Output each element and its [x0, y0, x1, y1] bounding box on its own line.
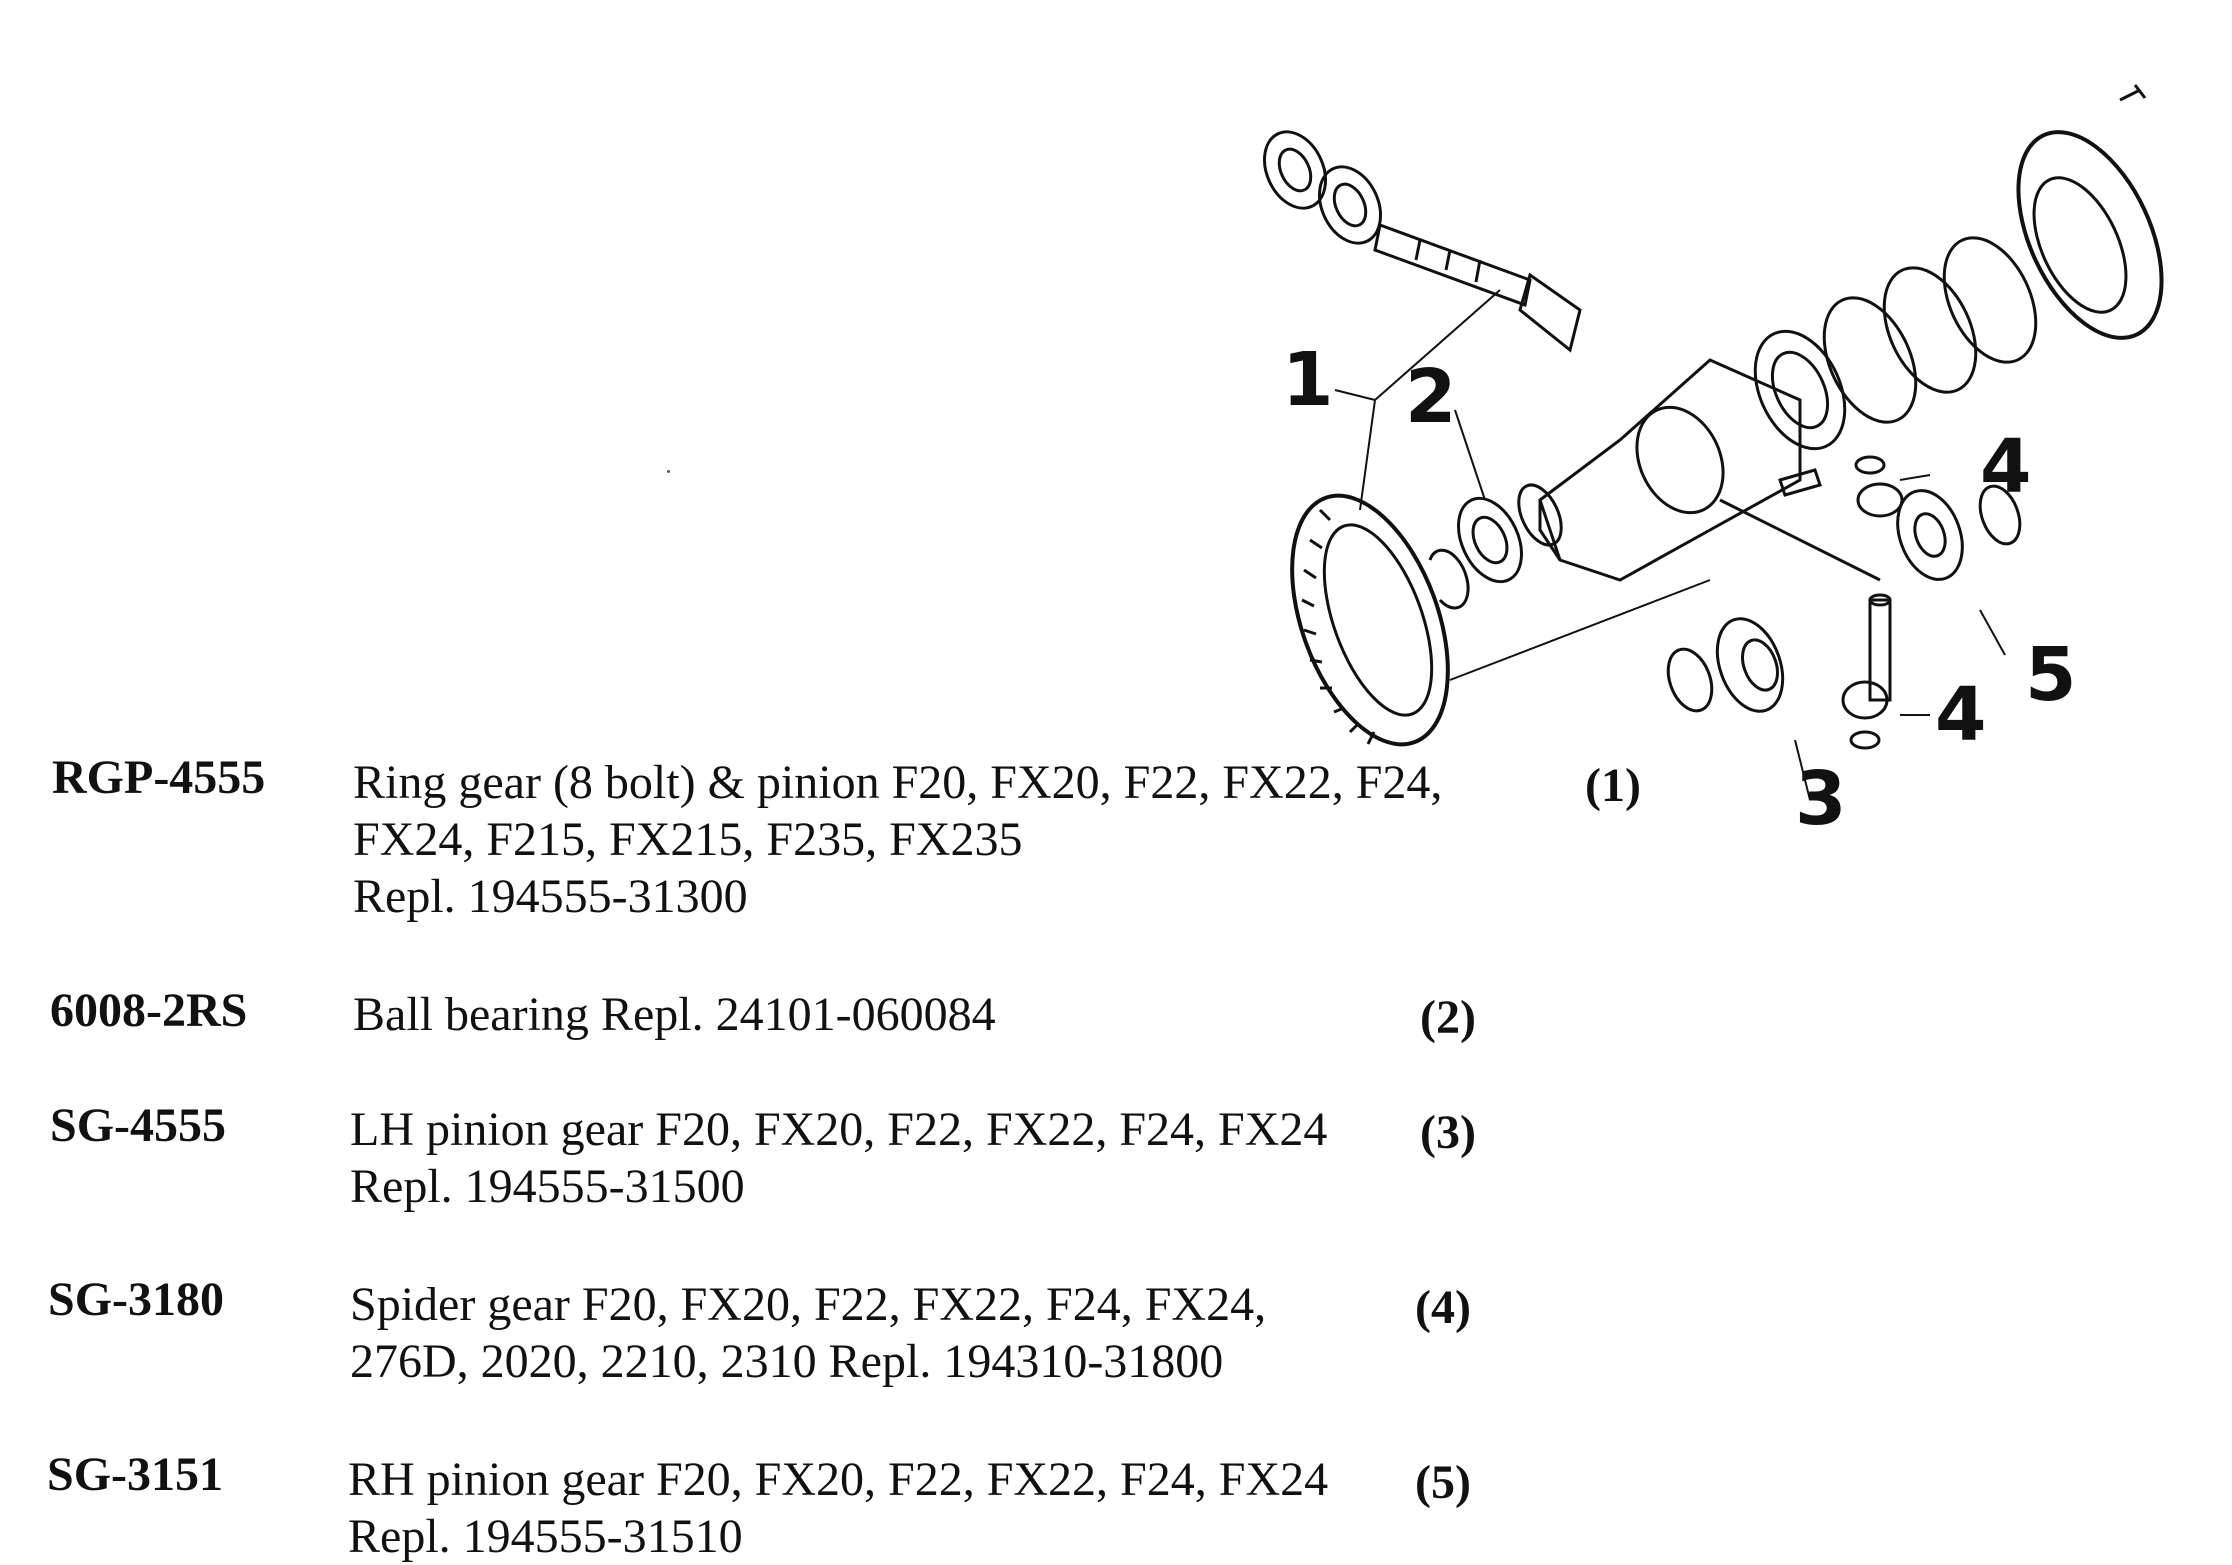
diagram-reference: (4)	[1415, 1281, 1471, 1334]
description-line: Ring gear (8 bolt) & pinion F20, FX20, F…	[353, 756, 1443, 809]
pinion-bearing-outer	[1263, 130, 1327, 210]
description-line: Spider gear F20, FX20, F22, FX22, F24, F…	[350, 1278, 1267, 1331]
rh-pinion-gear	[1896, 484, 2022, 581]
part-description: LH pinion gear F20, FX20, F22, FX22, F24…	[350, 1101, 1327, 1215]
diagram-reference: (1)	[1585, 759, 1641, 812]
part-number: RGP-4555	[52, 751, 266, 804]
part-description: RH pinion gear F20, FX20, F22, FX22, F24…	[348, 1451, 1328, 1565]
part-description: Ring gear (8 bolt) & pinion F20, FX20, F…	[353, 754, 1442, 925]
scan-speck	[667, 470, 670, 473]
part-description: Ball bearing Repl. 24101-060084	[353, 986, 996, 1043]
description-line: RH pinion gear F20, FX20, F22, FX22, F24…	[348, 1453, 1329, 1506]
ball-bearing-left	[1457, 496, 1523, 584]
callout-4-bottom: 4	[1935, 672, 1987, 758]
diagram-reference: (3)	[1420, 1106, 1476, 1159]
description-line: FX24, F215, FX215, F235, FX235	[353, 813, 1023, 866]
cross-shaft	[1868, 593, 1892, 702]
part-number: SG-4555	[50, 1099, 227, 1152]
leader-lines	[1334, 289, 2006, 801]
ring-gear	[1290, 493, 1450, 747]
end-cover	[2016, 84, 2164, 340]
snap-ring	[1428, 548, 1470, 610]
callout-3: 3	[1795, 756, 1847, 840]
part-number: SG-3180	[48, 1273, 225, 1326]
callout-1: 1	[1282, 337, 1334, 423]
differential-case	[1517, 358, 1881, 582]
spider-gear-bottom	[1841, 680, 1889, 750]
description-line: Repl. 194555-31300	[353, 870, 748, 923]
callout-2: 2	[1405, 354, 1457, 440]
diagram-reference: (5)	[1415, 1456, 1471, 1509]
spider-gear-top	[1854, 455, 1904, 518]
callout-5: 5	[2025, 632, 2077, 718]
part-description: Spider gear F20, FX20, F22, FX22, F24, F…	[350, 1276, 1266, 1390]
pinion-shaft	[1373, 222, 1582, 353]
lh-pinion-gear	[1666, 617, 1785, 713]
part-number: SG-3151	[47, 1448, 224, 1501]
description-line: Repl. 194555-31510	[348, 1510, 743, 1563]
description-line: Ball bearing Repl. 24101-060084	[353, 988, 996, 1041]
description-line: 276D, 2020, 2210, 2310 Repl. 194310-3180…	[350, 1335, 1224, 1388]
shim-rings	[1822, 236, 2038, 424]
exploded-gear-diagram: 1 2 3 4 4 5	[1263, 84, 2164, 840]
callout-4-top: 4	[1980, 424, 2032, 510]
housing-bearing	[1753, 329, 1847, 451]
description-line: Repl. 194555-31500	[350, 1160, 745, 1213]
pinion-bearing-inner	[1318, 165, 1382, 245]
description-line: LH pinion gear F20, FX20, F22, FX22, F24…	[350, 1103, 1328, 1156]
diagram-reference: (2)	[1420, 991, 1476, 1044]
part-number: 6008-2RS	[50, 984, 248, 1037]
